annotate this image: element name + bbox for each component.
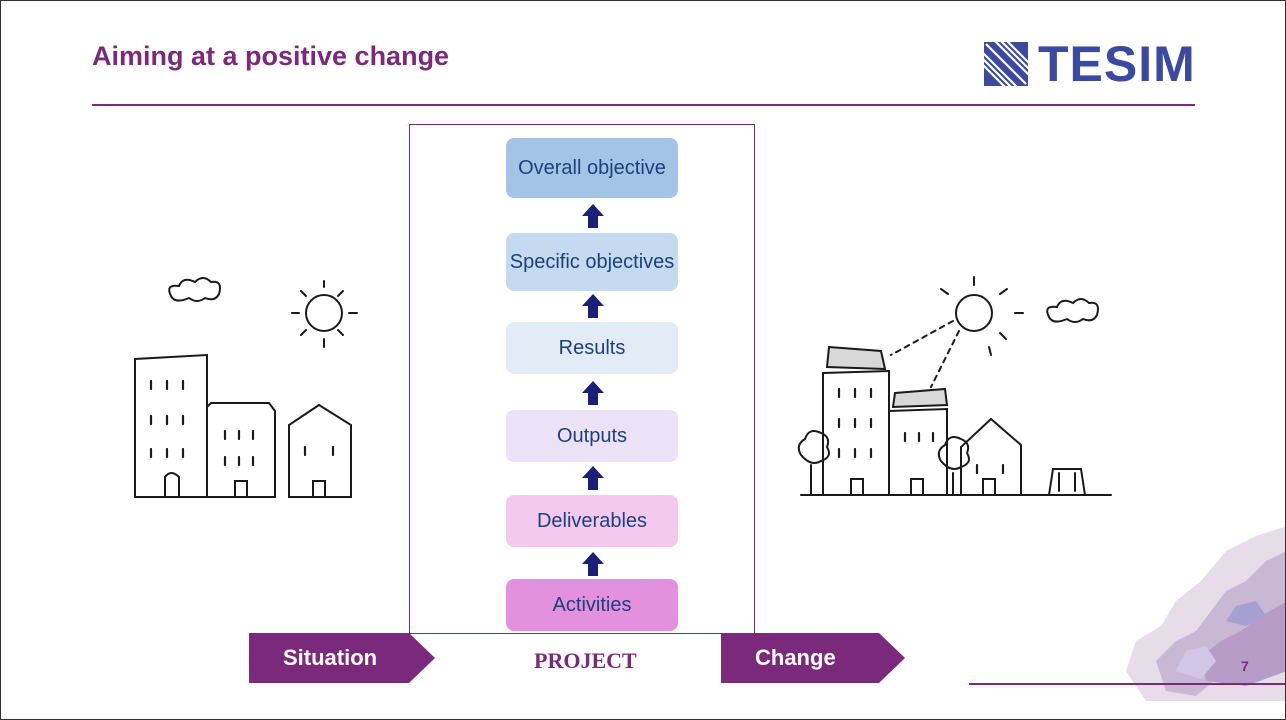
situation-label: Situation xyxy=(283,645,378,670)
tesim-logo: TESIM xyxy=(984,39,1196,89)
level-deliverables: Deliverables xyxy=(506,495,678,547)
city-sketch-after-icon xyxy=(797,276,1112,496)
project-label: PROJECT xyxy=(534,648,637,673)
page-title: Aiming at a positive change xyxy=(92,41,450,71)
footer-divider xyxy=(969,683,1285,685)
level-label: Activities xyxy=(552,594,632,616)
level-label: Specific objectives xyxy=(509,251,675,273)
level-label: Outputs xyxy=(556,425,628,447)
level-outputs: Outputs xyxy=(506,410,678,462)
level-specific-objectives: Specific objectives xyxy=(506,233,678,291)
arrow-up-icon xyxy=(582,294,604,318)
arrow-up-icon xyxy=(582,204,604,228)
europe-map-icon xyxy=(1126,526,1285,701)
level-label: Results xyxy=(558,337,626,359)
tesim-logo-icon xyxy=(984,42,1028,86)
arrow-up-icon xyxy=(582,552,604,576)
logo-text: TESIM xyxy=(1038,36,1196,92)
project-box xyxy=(409,124,755,634)
title-divider xyxy=(92,104,1195,106)
level-overall-objective: Overall objective xyxy=(506,138,678,198)
change-chevron: Change xyxy=(721,633,905,683)
change-label: Change xyxy=(755,645,836,670)
level-results: Results xyxy=(506,322,678,374)
situation-chevron: Situation xyxy=(249,633,435,683)
level-activities: Activities xyxy=(506,579,678,631)
arrow-up-icon xyxy=(582,466,604,490)
level-label: Overall objective xyxy=(518,157,666,179)
arrow-up-icon xyxy=(582,381,604,405)
city-sketch-before-icon xyxy=(134,277,358,498)
level-label: Deliverables xyxy=(536,510,648,532)
page-number: 7 xyxy=(1241,658,1249,674)
